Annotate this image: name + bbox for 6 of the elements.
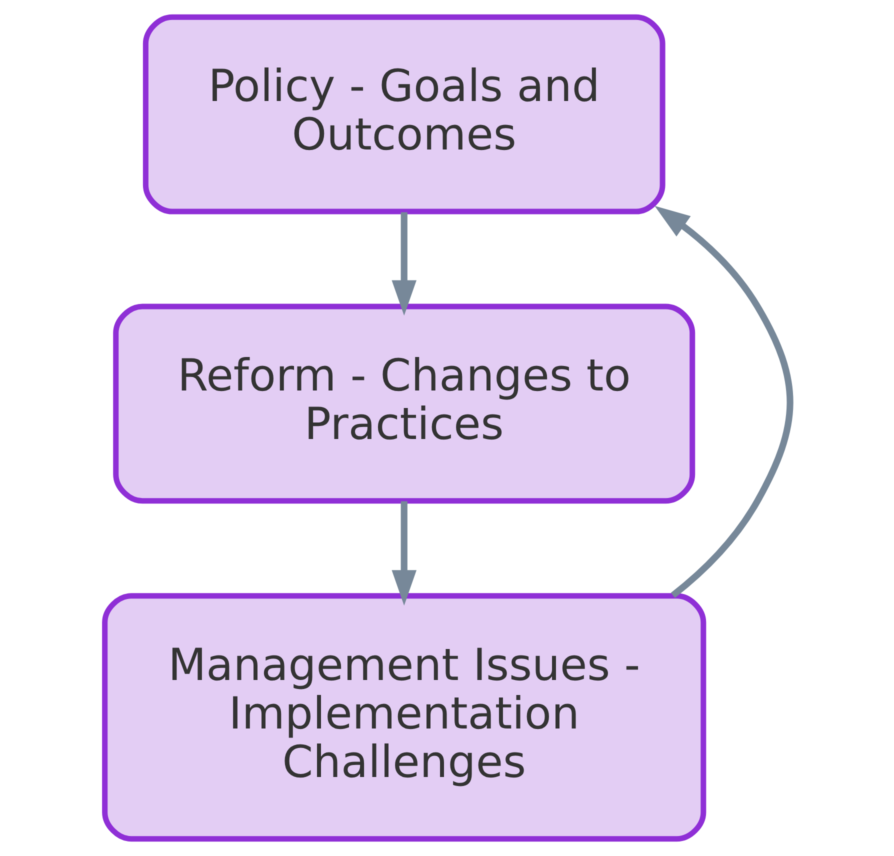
node-box: Reform - Changes to Practices [112,304,695,504]
node-box: Policy - Goals and Outcomes [142,14,665,214]
arrow [391,212,416,316]
arrow [654,206,793,598]
arrow [391,501,416,606]
node-box: Management Issues - Implementation Challenges [102,593,706,842]
